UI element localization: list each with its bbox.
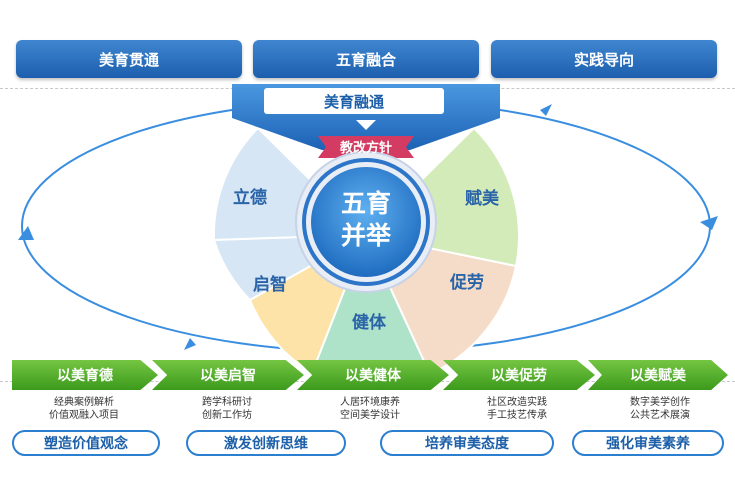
list-item: 创新工作坊 [202, 410, 252, 421]
petal-label-qizhi: 启智 [253, 274, 287, 295]
banner-title-box [264, 88, 444, 114]
step-yimei-yude[interactable]: 以美育德 [12, 360, 158, 390]
center-core [311, 167, 421, 277]
subtitle-ribbon [318, 136, 414, 158]
goal-qianghua-shenmeisuyang[interactable]: 强化审美素养 [572, 430, 724, 456]
banner-subtitle: 教改方针 [339, 140, 392, 156]
list-item: 跨学科研讨 [202, 397, 252, 408]
top-button-wuyu-ronghe[interactable]: 五育融合 [253, 40, 479, 78]
step-yimei-cuilao[interactable]: 以美促劳 [443, 360, 595, 390]
list-item: 公共艺术展演 [630, 410, 690, 421]
step-items-jianti: 人居环境康养 空间美学设计 [300, 396, 440, 422]
step-items-cuilao: 社区改造实践 手工技艺传承 [447, 396, 587, 422]
step-yimei-fumei[interactable]: 以美赋美 [588, 360, 728, 390]
list-item: 价值观融入项目 [49, 410, 119, 421]
step-items-yude: 经典案例解析 价值观融入项目 [14, 396, 154, 422]
goal-peiyang-shenmeitaidu[interactable]: 培养审美态度 [380, 430, 554, 456]
list-item: 手工技艺传承 [487, 410, 547, 421]
petal-label-cuilao: 促劳 [449, 272, 484, 293]
goal-jifa-chuangxinsiwei[interactable]: 激发创新思维 [186, 430, 346, 456]
center-text-line1: 五育 [341, 189, 391, 218]
list-item: 人居环境康养 [340, 397, 400, 408]
center-text-line2: 并举 [341, 221, 392, 250]
cycle-arrow-bottom [184, 338, 196, 350]
goal-suzao-jiazhiguannian[interactable]: 塑造价值观念 [12, 430, 160, 456]
center-ring-mid [302, 158, 430, 286]
petal-label-lide: 立德 [233, 187, 267, 208]
top-button-meiyu-guantong[interactable]: 美育贯通 [16, 40, 242, 78]
list-item: 空间美学设计 [340, 410, 400, 421]
step-yimei-jianti[interactable]: 以美健体 [297, 360, 449, 390]
petal-label-fumei: 赋美 [465, 188, 500, 209]
petal-label-jianti: 健体 [352, 312, 387, 333]
list-item: 数字美学创作 [630, 397, 690, 408]
cycle-arrow-left [18, 226, 34, 240]
list-item: 社区改造实践 [487, 397, 547, 408]
top-button-shijian-daoxiang[interactable]: 实践导向 [491, 40, 717, 78]
banner-down-arrow [356, 120, 376, 130]
step-yimei-qizhi[interactable]: 以美启智 [152, 360, 304, 390]
banner-title: 美育融通 [324, 93, 384, 111]
cycle-arrow-right [700, 216, 718, 230]
cycle-arrow-top [540, 104, 552, 116]
step-items-qizhi: 跨学科研讨 创新工作坊 [157, 396, 297, 422]
step-items-fumei: 数字美学创作 公共艺术展演 [590, 396, 730, 422]
list-item: 经典案例解析 [54, 397, 114, 408]
